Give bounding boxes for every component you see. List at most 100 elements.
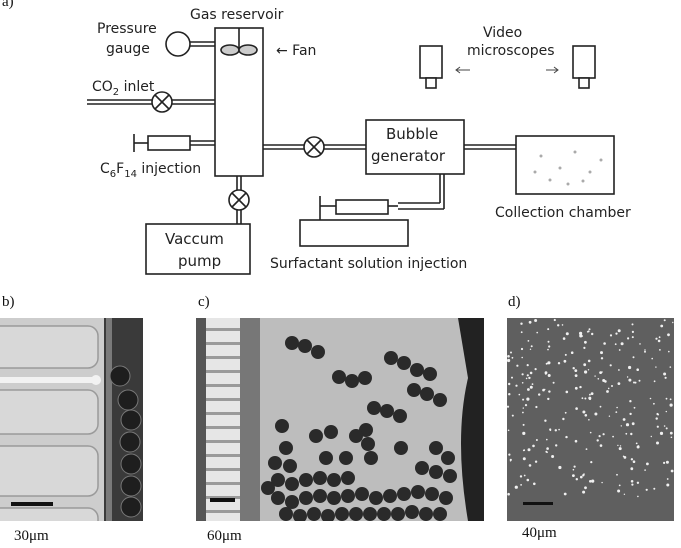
microbubble-dot — [672, 322, 673, 323]
pressure-gauge — [166, 32, 190, 56]
microbubble-dot — [528, 448, 531, 451]
microbubble-dot — [584, 486, 587, 489]
microbubble-dot — [580, 476, 583, 479]
microbubble-dot — [574, 466, 576, 468]
microbubble-dot — [510, 460, 511, 461]
microbubble-dot — [588, 419, 590, 421]
microscope-left-icon — [420, 46, 442, 78]
panel-c-label: c) — [198, 295, 210, 310]
microbubble-dot — [521, 357, 523, 359]
microbubble-dot — [551, 455, 554, 458]
microbubble-dot — [547, 361, 550, 364]
video-microscopes-label-1: Video — [483, 26, 522, 40]
microbubble-dot — [584, 341, 587, 344]
microbubble-dot — [639, 343, 641, 345]
microbubble-dot — [632, 331, 634, 333]
microbubble-dot — [558, 466, 561, 469]
microbubble-dot — [575, 374, 578, 377]
micrograph-d — [507, 318, 674, 521]
c6f14-syringe — [148, 136, 190, 150]
microbubble-dot — [525, 404, 527, 406]
gas-reservoir-label: Gas reservoir — [190, 8, 283, 22]
microbubble-dot — [512, 357, 514, 359]
microbubble-dot — [617, 445, 618, 446]
microbubble-dot — [528, 377, 530, 379]
microbubble-dot — [520, 475, 522, 477]
microbubble-dot — [628, 366, 631, 369]
panel-a-label: a) — [2, 0, 14, 10]
microbubble-dot — [644, 351, 646, 353]
microbubble-dot — [547, 398, 549, 400]
microbubble-dot — [589, 394, 591, 396]
microbubble-dot — [511, 377, 513, 379]
microbubble-dot — [618, 329, 621, 332]
microbubble-dot — [548, 345, 550, 347]
microbubble-dot — [532, 445, 535, 448]
microbubble-dot — [670, 432, 673, 435]
microbubble-dot — [671, 470, 674, 473]
collection-chamber — [516, 136, 614, 194]
microbubble-dot — [524, 475, 526, 477]
microbubble-dot — [535, 406, 537, 408]
microbubble-dot — [575, 407, 578, 410]
microbubble-dot — [667, 333, 670, 336]
microbubble-dot — [611, 385, 613, 387]
microbubble-dot — [601, 357, 603, 359]
microbubble-dot — [600, 406, 602, 408]
microbubble-dot — [530, 372, 533, 375]
microbubble-dot — [630, 433, 632, 435]
microbubble-dot — [565, 436, 567, 438]
microbubble-dot — [597, 439, 599, 441]
microbubble-dot — [659, 349, 661, 351]
microbubble-dot — [615, 343, 617, 345]
microbubble-dot — [659, 336, 661, 338]
microbubble-dot — [523, 457, 526, 460]
microbubble-dot — [629, 400, 631, 402]
microbubble-dot — [530, 349, 531, 350]
microbubble-dot — [665, 377, 667, 379]
panel-b-label: b) — [2, 295, 15, 310]
microbubble-dot — [636, 443, 638, 445]
microbubble-dot — [589, 328, 591, 330]
microbubble-dot — [522, 412, 524, 414]
microbubble-dot — [594, 413, 597, 416]
microbubble-dot — [600, 444, 603, 447]
microbubble-dot — [572, 474, 575, 477]
scalebar-c — [210, 498, 235, 502]
microbubble-dot — [651, 436, 652, 437]
microbubble-dot — [536, 332, 538, 334]
co2-inlet-label: CO2 inlet — [92, 80, 154, 98]
microbubble-dot — [637, 496, 639, 498]
microbubble-dot — [582, 397, 584, 399]
microbubble-dot — [610, 364, 612, 366]
microbubble-dot — [631, 458, 633, 460]
microbubble-dot — [566, 391, 569, 394]
bubble-generator-label-2: generator — [371, 149, 445, 164]
microbubble-dot — [536, 439, 538, 441]
microbubble-dot — [521, 331, 523, 333]
microbubble-dot — [618, 382, 621, 385]
microbubble-dot — [666, 427, 668, 429]
microbubble-dot — [564, 493, 567, 496]
microbubble-dot — [571, 351, 574, 354]
microbubble-dot — [579, 386, 581, 388]
microbubble-dot — [529, 321, 532, 324]
microbubble-dot — [557, 324, 559, 326]
scalebar-b — [11, 502, 53, 506]
vacuum-pump-label-2: pump — [178, 254, 221, 269]
microbubble-dot — [602, 379, 605, 382]
microbubble-dot — [533, 483, 536, 486]
microbubble-dot — [666, 411, 667, 412]
microbubble-dot — [651, 358, 653, 360]
microbubble-dot — [527, 388, 530, 391]
microbubble-dot — [558, 362, 560, 364]
microbubble-dot — [554, 319, 556, 321]
microbubble-dot — [527, 479, 530, 482]
microbubble-dot — [512, 415, 514, 417]
microbubble-dot — [535, 368, 537, 370]
microbubble-dot — [624, 494, 625, 495]
microbubble-dot — [619, 447, 622, 450]
microbubble-dot — [627, 376, 628, 377]
microbubble-dot — [599, 435, 601, 437]
microbubble-dot — [515, 486, 518, 489]
